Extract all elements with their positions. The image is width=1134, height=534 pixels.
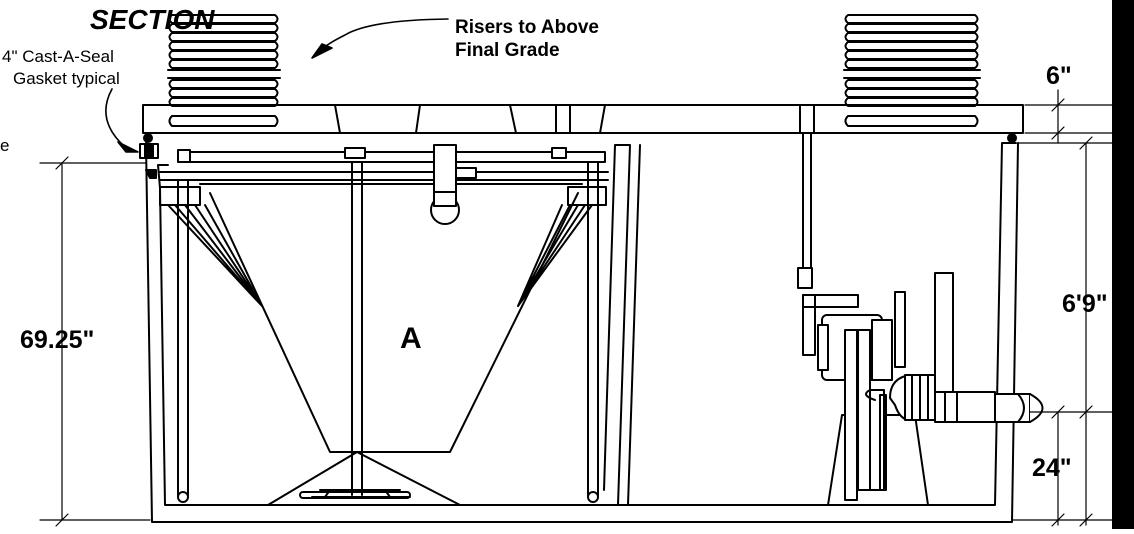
gasket-label-line2: Gasket typical [13,69,120,88]
dimension-outlet-height: 24" [1032,454,1072,482]
inlet-gasket [139,143,159,179]
dimension-total-depth: 69.25" [20,326,94,354]
section-title: SECTION [90,4,215,35]
page-border [1112,0,1134,529]
clarifier-funnel [159,144,609,506]
chamber-label: A [400,322,422,355]
riser-left [167,14,281,127]
tank-body [145,142,1019,523]
edge-text-fragment: e [0,136,9,155]
risers-leader-arrow [311,18,449,59]
pump-assembly [797,132,1044,506]
risers-label-line1: Risers to Above [455,17,599,38]
tank-lid [142,104,1024,143]
risers-label-line2: Final Grade [455,40,560,61]
dimension-lid-thickness: 6" [1046,62,1072,90]
dimension-69-line [39,156,151,527]
gasket-leader-arrow [105,88,139,153]
dimension-chamber-depth: 6'9" [1062,290,1108,318]
riser-right [843,14,981,127]
gasket-label-line1: 4" Cast-A-Seal [2,47,114,66]
dimension-right-lines [1011,89,1113,527]
